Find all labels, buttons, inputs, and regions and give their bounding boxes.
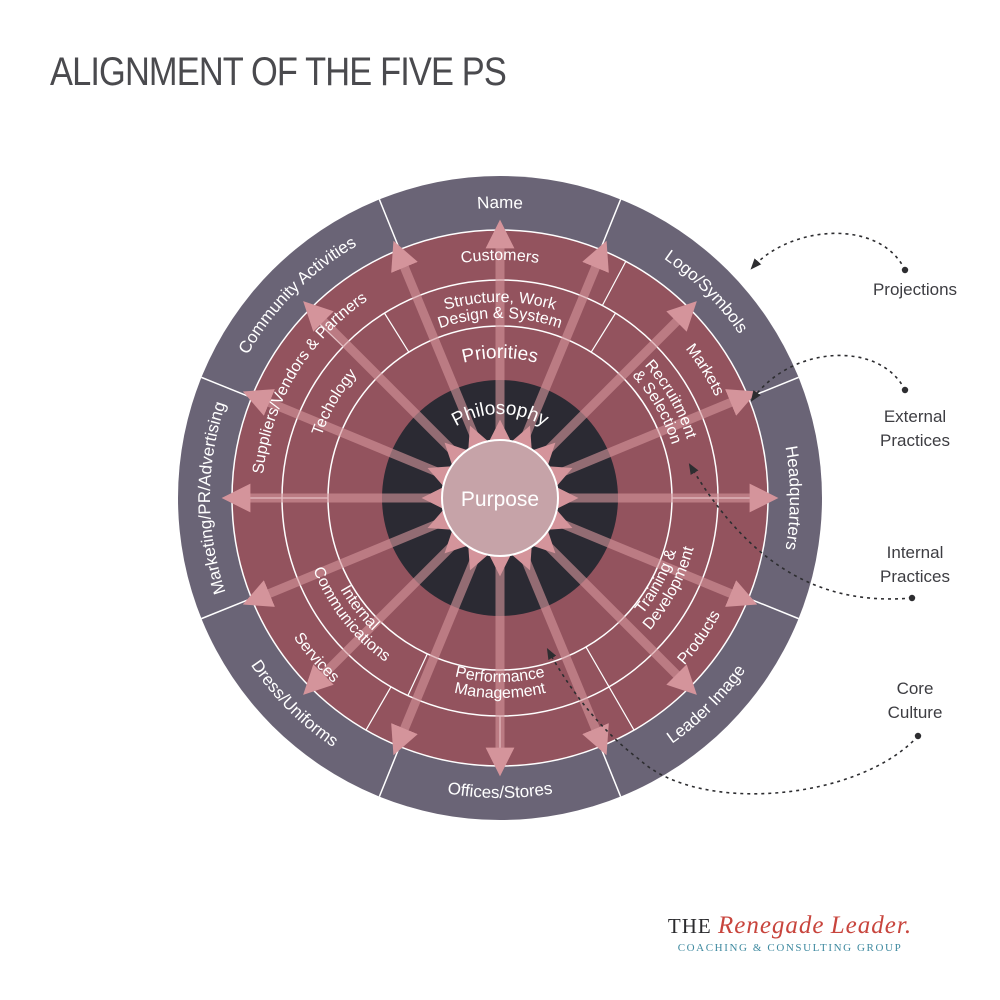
logo-period: . (904, 912, 913, 939)
external-practices-line-2: Practices (880, 431, 950, 450)
external-practices-line-1: External (884, 407, 946, 426)
alignment-arrow (242, 503, 460, 607)
purpose-circle (441, 439, 559, 557)
projections-callout-label: Projections (873, 280, 957, 299)
alignment-arrow (540, 389, 758, 493)
logo-tagline: COACHING & CONSULTING GROUP (677, 942, 903, 954)
alignment-arrows (221, 219, 779, 777)
projection-offices-stores: Offices/Stores (446, 779, 553, 803)
purpose-label: Purpose (461, 488, 539, 511)
core-culture-line-2: Culture (888, 703, 943, 722)
logo-wordmark: THE Renegade Leader. (620, 912, 960, 940)
page-title: ALIGNMENT OF THE FIVE PS (50, 50, 507, 94)
alignment-arrow (391, 240, 495, 458)
internal-practices-callout-line (688, 463, 916, 602)
internal-practices-line-1: Internal (887, 543, 944, 562)
projections-callout-line (750, 232, 909, 274)
external-customers: Customers (460, 247, 541, 267)
logo-the: THE (667, 914, 718, 938)
logo-leader: Leader (830, 912, 905, 939)
internal-practices-line-2: Practices (880, 567, 950, 586)
external-practices-callout-line (750, 354, 909, 402)
projection-name: Name (477, 193, 524, 213)
core-culture-line-1: Core (897, 679, 934, 698)
logo-renegade: Renegade (717, 912, 825, 939)
internal-performance-management-line1: Performance (454, 664, 547, 686)
internal-performance-management-line2: Management (453, 680, 548, 702)
renegade-leader-logo: THE Renegade Leader. COACHING & CONSULTI… (620, 912, 960, 954)
